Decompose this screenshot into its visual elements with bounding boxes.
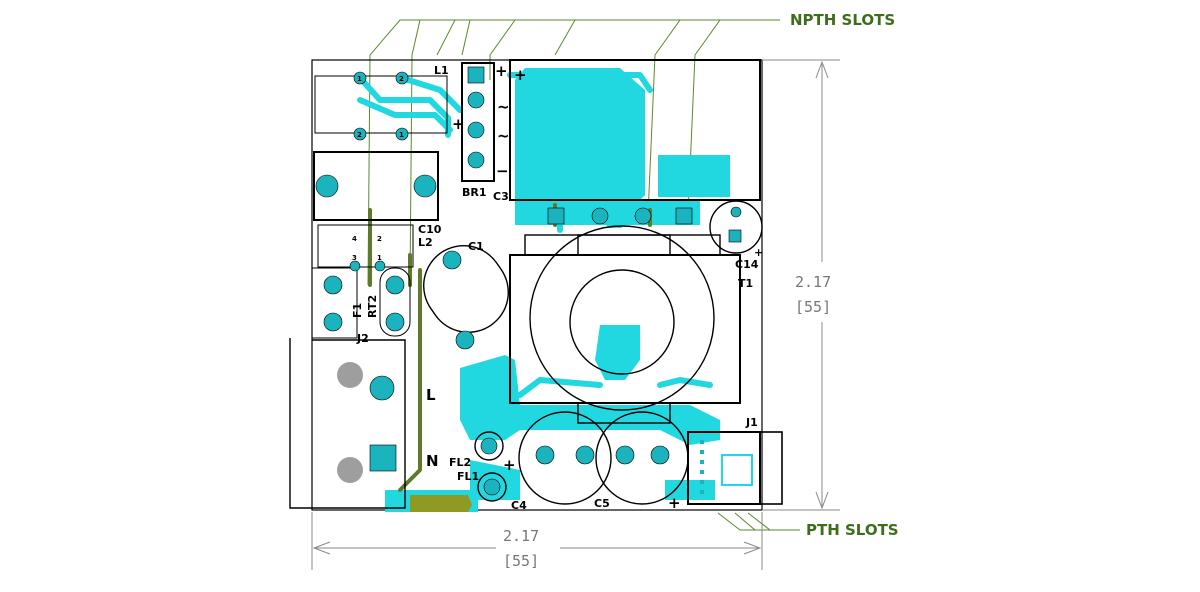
designator-c4: C4 [511,499,527,512]
vertical-dimension-inches: 2.17 [795,273,831,291]
br1-ac1-mark: ~ [497,98,510,116]
br1-ac2-mark: ~ [497,127,510,145]
component-outlines [289,59,783,509]
designator-fl2: FL2 [449,456,471,469]
designator-c14: C14 [735,258,759,271]
designator-j1: J1 [745,416,758,429]
designator-br1: BR1 [462,186,487,199]
npth-slots-callout: NPTH SLOTS [790,11,895,29]
l2-pin-3: 3 [352,254,357,262]
l2-pin-1: 1 [377,254,382,262]
c4-plus-mark: + [503,456,516,474]
designator-l2: L2 [418,236,433,249]
designator-c3: C3 [493,190,509,203]
designator-c5: C5 [594,497,610,510]
l1-pin-4: 1 [399,131,404,139]
l2-pin-2: 2 [377,235,382,243]
dimension-lines [311,59,840,570]
l2-pin-4: 4 [352,235,357,243]
pads [315,66,742,496]
br1-plus-mark: + [495,62,508,80]
pth-callout-leaders [717,512,800,531]
polarity-marks: + ~ ~ − + + + + + [452,62,763,512]
l1-pin-2: 2 [399,75,404,83]
c5-plus-mark: + [668,494,681,512]
designator-rt2: RT2 [366,295,379,318]
l1-pin-3: 2 [357,131,362,139]
mounting-holes [337,362,363,483]
designator-j2: J2 [356,332,369,345]
horizontal-dimension-inches: 2.17 [503,527,539,545]
jumper-pad [410,495,472,512]
npth-callout-leaders [367,19,780,286]
bulk-plus-mark: + [514,66,527,84]
net-label-neutral: N [426,452,439,470]
silkscreen-designators: L1 BR1 C3 C10 L2 C1 F1 RT2 J2 C14 T1 J1 … [351,64,759,512]
designator-c10: C10 [418,223,442,236]
pth-slots-callout: PTH SLOTS [806,521,899,539]
pin-numbers: 1 2 2 1 4 2 3 1 [352,75,404,262]
l1-pin-1: 1 [357,75,362,83]
vertical-dimension-mm: [55] [795,298,831,316]
net-label-line: L [426,386,436,404]
copper-pours [385,68,730,512]
designator-c1: C1 [468,240,484,253]
designator-f1: F1 [351,303,364,318]
designator-l1: L1 [434,64,449,77]
designator-t1: T1 [738,277,753,290]
j1-connector-pads [700,440,753,494]
horizontal-dimension-mm: [55] [503,552,539,570]
br1-side-mark: + [452,115,465,133]
br1-minus-mark: − [496,162,509,180]
designator-fl1: FL1 [457,470,479,483]
c14-plus-mark: + [754,246,763,259]
